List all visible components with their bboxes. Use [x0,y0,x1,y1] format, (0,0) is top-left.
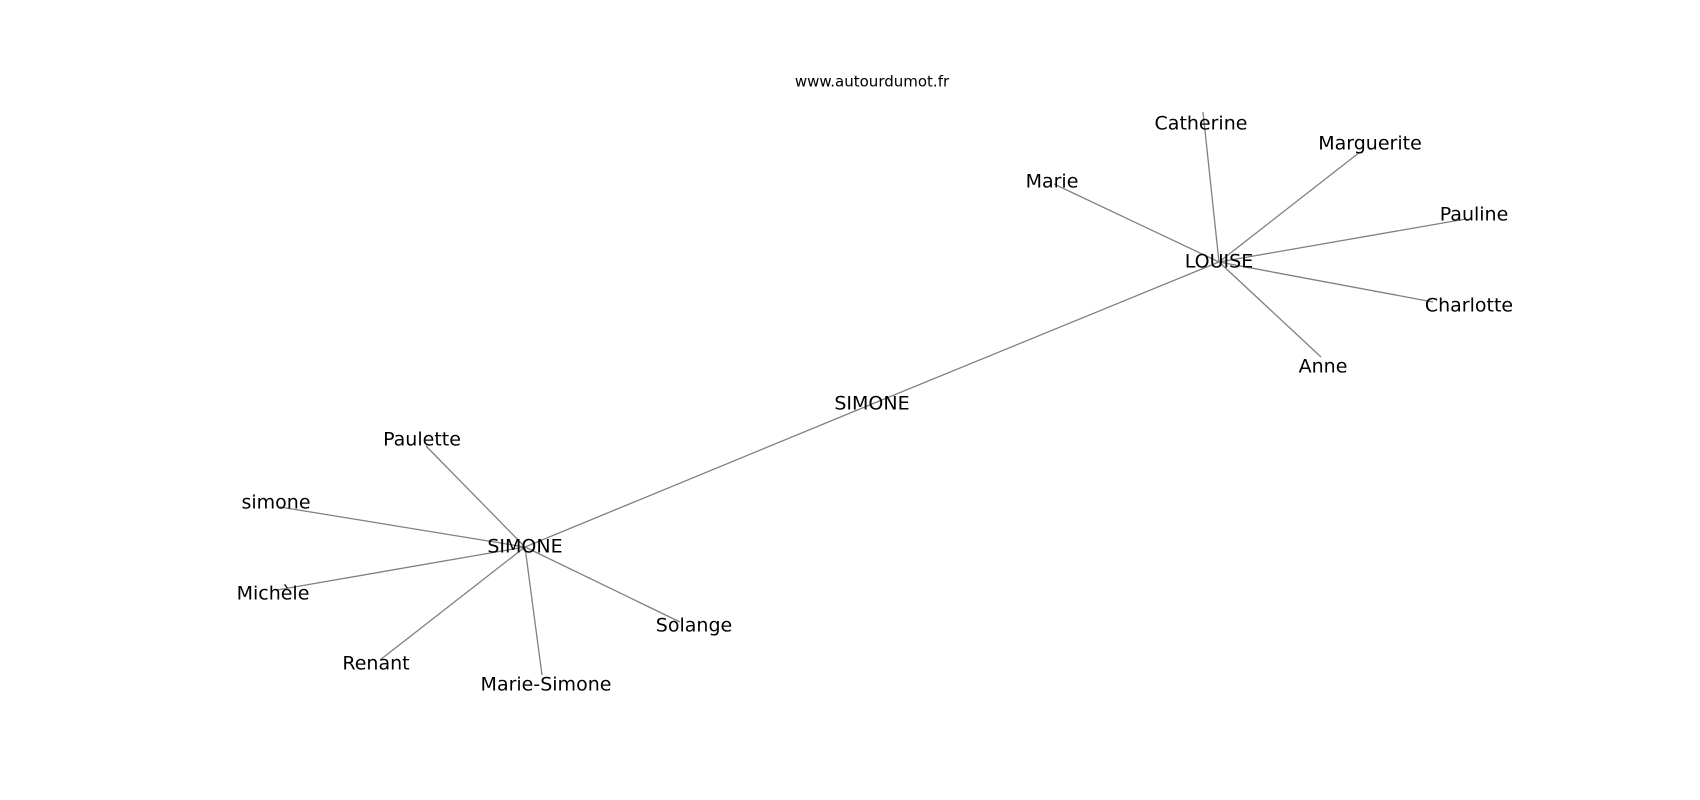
node-label-anne[interactable]: Anne [1299,356,1348,378]
node-label-catherine[interactable]: Catherine [1155,113,1248,135]
edge-simone_hub-renant [379,546,526,661]
node-label-pauline[interactable]: Pauline [1440,204,1509,226]
node-label-simone_center[interactable]: SIMONE [834,393,909,415]
edge-louise-marie [1053,183,1220,263]
edge-simone_hub-simone_lower [279,506,526,548]
node-label-marie_simone[interactable]: Marie-Simone [481,674,612,696]
edge-simone_hub-paulette [425,445,526,548]
node-label-marie[interactable]: Marie [1026,171,1079,193]
edge-simone_center-simone_hub [524,403,873,548]
source-label: www.autourdumot.fr [795,73,950,91]
node-label-simone_lower[interactable]: simone [241,492,310,514]
node-label-renant[interactable]: Renant [342,653,409,675]
edge-simone_hub-solange [524,546,681,623]
edge-louise-catherine [1202,111,1220,263]
node-label-solange[interactable]: Solange [656,615,732,637]
node-label-louise[interactable]: LOUISE [1185,251,1253,273]
edge-simone_hub-marie_simone [524,546,543,676]
node-label-marguerite[interactable]: Marguerite [1318,133,1422,155]
node-label-paulette[interactable]: Paulette [383,429,461,451]
edge-louise-charlotte [1218,261,1434,303]
node-label-simone_hub[interactable]: SIMONE [487,536,562,558]
graph-nodes: SIMONE LOUISE SIMONE Marie CatherineMargueri… [237,113,1514,696]
edge-louise-pauline [1218,218,1467,263]
edge-louise-anne [1218,261,1322,358]
edge-louise-marguerite [1218,151,1361,263]
edge-simone_center-louise [871,261,1220,405]
node-label-michele[interactable]: Michèle [237,583,310,605]
graph-edges [276,111,1467,676]
node-label-charlotte[interactable]: Charlotte [1425,295,1513,317]
edge-simone_hub-michele [276,546,526,591]
